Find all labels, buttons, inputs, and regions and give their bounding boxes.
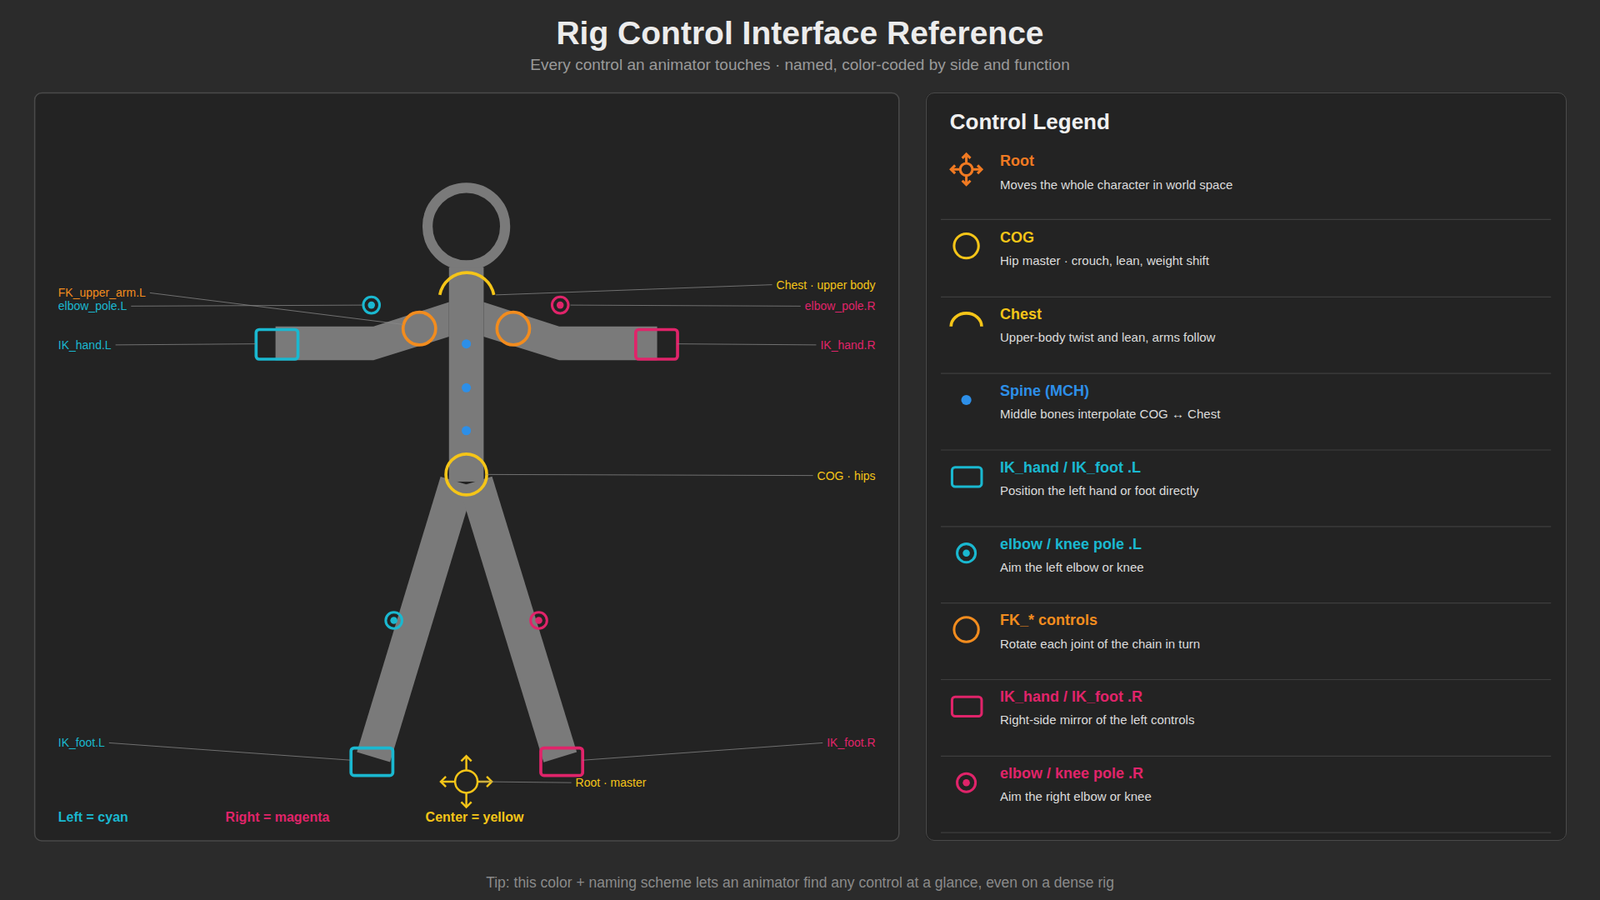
side-key: Center = yellow xyxy=(425,810,525,825)
fk-control xyxy=(403,312,436,345)
leader-line xyxy=(570,305,800,306)
head xyxy=(427,187,505,265)
legend-name: elbow / knee pole .L xyxy=(1000,535,1142,553)
fk-control xyxy=(496,312,530,345)
chest-icon xyxy=(950,313,982,327)
control-callout: FK_upper_arm.L xyxy=(58,285,146,300)
legend-panel-ground xyxy=(925,92,1567,841)
side-key: Left = cyan xyxy=(58,810,129,825)
leader-line xyxy=(130,305,362,306)
leader-line xyxy=(109,742,351,760)
leader-line xyxy=(115,344,257,345)
pole-right xyxy=(530,296,569,629)
ik-foot-left xyxy=(350,748,393,776)
cog-icon xyxy=(954,233,979,258)
page-title: Rig Control Interface Reference xyxy=(555,15,1044,53)
spine-dot xyxy=(461,339,471,349)
legend-name: Spine (MCH) xyxy=(1000,382,1090,400)
side-key: Right = magenta xyxy=(225,810,330,825)
control-callout: COG · hips xyxy=(817,469,876,483)
control-callout: Chest · upper body xyxy=(776,278,876,292)
pole-left xyxy=(363,296,403,629)
pole-left-icon xyxy=(957,544,976,563)
ik-right-icon xyxy=(951,696,982,716)
legend-description: Right-side mirror of the left controls xyxy=(1000,713,1195,728)
legend-description: Position the left hand or foot directly xyxy=(1000,483,1199,498)
leader-line xyxy=(486,474,814,475)
legend-description: Aim the left elbow or knee xyxy=(1000,560,1145,575)
ik-foot-right xyxy=(540,748,583,776)
right-arm xyxy=(483,301,657,360)
legend-description: Middle bones interpolate COG ↔ Chest xyxy=(1000,407,1220,422)
legend-name: Chest xyxy=(1000,305,1042,324)
legend-description: Hip master · crouch, lean, weight shift xyxy=(1000,254,1210,269)
character-body xyxy=(275,187,658,757)
leader-line xyxy=(480,781,572,783)
ik-hand-right xyxy=(635,330,678,360)
leader-line xyxy=(150,292,404,325)
spine-dot xyxy=(461,383,471,393)
spine-dot xyxy=(461,425,471,435)
legend-description: Aim the right elbow or knee xyxy=(1000,790,1152,805)
legend-description: Moves the whole character in world space xyxy=(1000,177,1233,192)
leader-line xyxy=(495,285,772,295)
legend-name: COG xyxy=(1000,229,1035,247)
cog-control xyxy=(445,454,487,495)
left-leg xyxy=(373,481,457,758)
control-callout: Root · master xyxy=(575,775,647,790)
figure-panel xyxy=(35,92,900,841)
legend-name: elbow / knee pole .R xyxy=(1000,765,1144,783)
legend-name: IK_hand / IK_foot .R xyxy=(1000,688,1143,706)
root-icon xyxy=(950,154,982,185)
chest-control xyxy=(440,272,495,295)
control-callout: IK_foot.L xyxy=(58,735,105,750)
control-callout: elbow_pole.L xyxy=(58,299,128,313)
control-callout: IK_foot.R xyxy=(826,735,875,750)
legend-name: Root xyxy=(1000,152,1035,170)
ik-left-icon xyxy=(951,467,982,487)
rig-controls xyxy=(255,272,678,807)
legend-icons xyxy=(950,154,982,792)
spine-icon xyxy=(960,395,971,405)
legend-separators xyxy=(940,219,1551,833)
legend-name: IK_hand / IK_foot .L xyxy=(1000,458,1141,476)
leader-line xyxy=(582,742,823,760)
legend-description: Rotate each joint of the chain in turn xyxy=(1000,636,1200,651)
leader-line xyxy=(677,344,816,345)
left-arm xyxy=(275,301,450,360)
control-callout: elbow_pole.R xyxy=(805,299,876,313)
fk-icon xyxy=(954,617,979,642)
ik-hand-left xyxy=(255,330,298,360)
control-callout: IK_hand.L xyxy=(58,338,112,352)
torso xyxy=(449,267,485,482)
tip-caption: Tip: this color + naming scheme lets an … xyxy=(485,874,1115,891)
pole-right-icon xyxy=(957,773,976,792)
right-leg xyxy=(475,481,561,758)
legend-name: FK_* controls xyxy=(1000,611,1098,630)
legend-description: Upper-body twist and lean, arms follow xyxy=(1000,330,1215,345)
subtitle: Every control an animator touches · name… xyxy=(530,55,1070,75)
panel-heading: Control Legend xyxy=(950,110,1110,135)
control-callout: IK_hand.R xyxy=(820,338,875,352)
